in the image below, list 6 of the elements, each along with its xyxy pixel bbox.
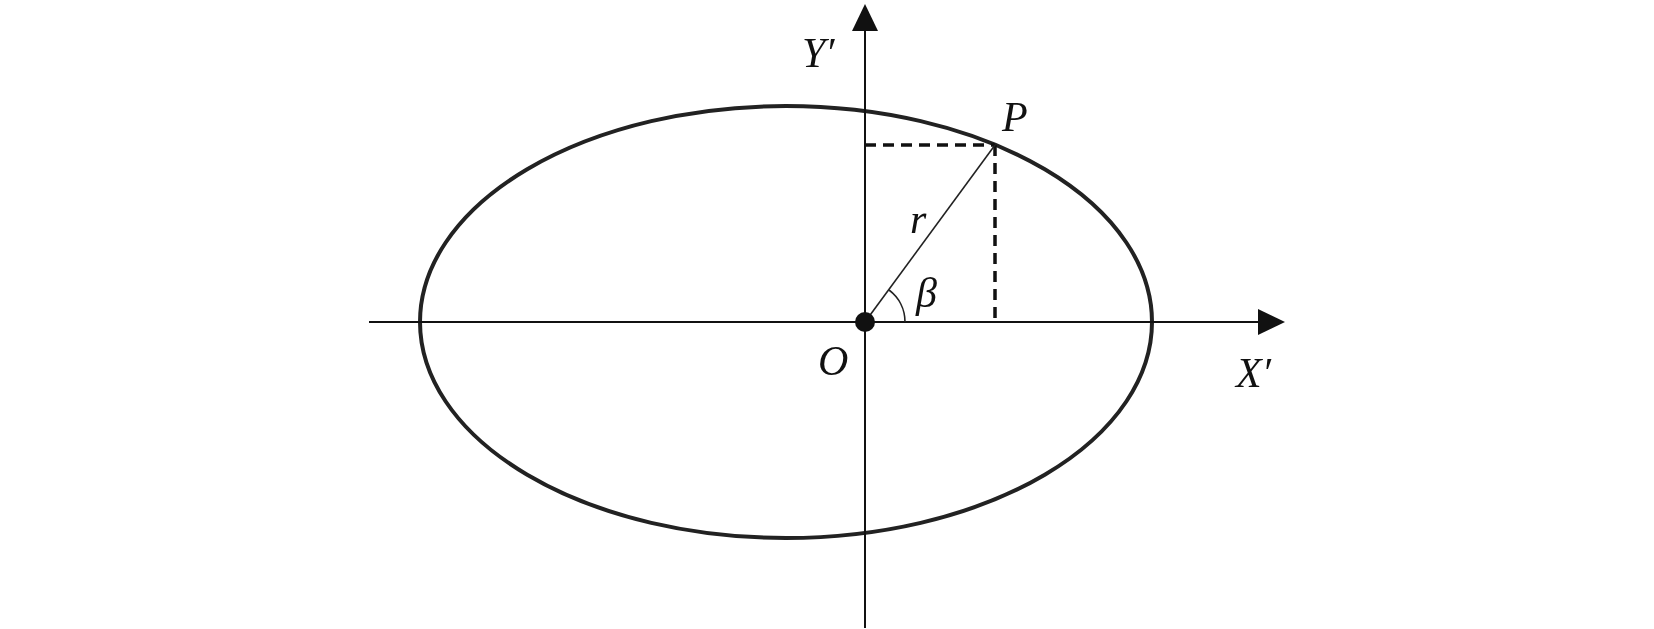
origin-label: O bbox=[818, 340, 849, 382]
axis-label: X′ bbox=[1236, 352, 1271, 394]
point-label: P bbox=[1002, 96, 1028, 138]
angle-label: β bbox=[916, 272, 937, 314]
radius-label: r bbox=[910, 198, 927, 240]
axis-label: Y′ bbox=[802, 32, 835, 74]
